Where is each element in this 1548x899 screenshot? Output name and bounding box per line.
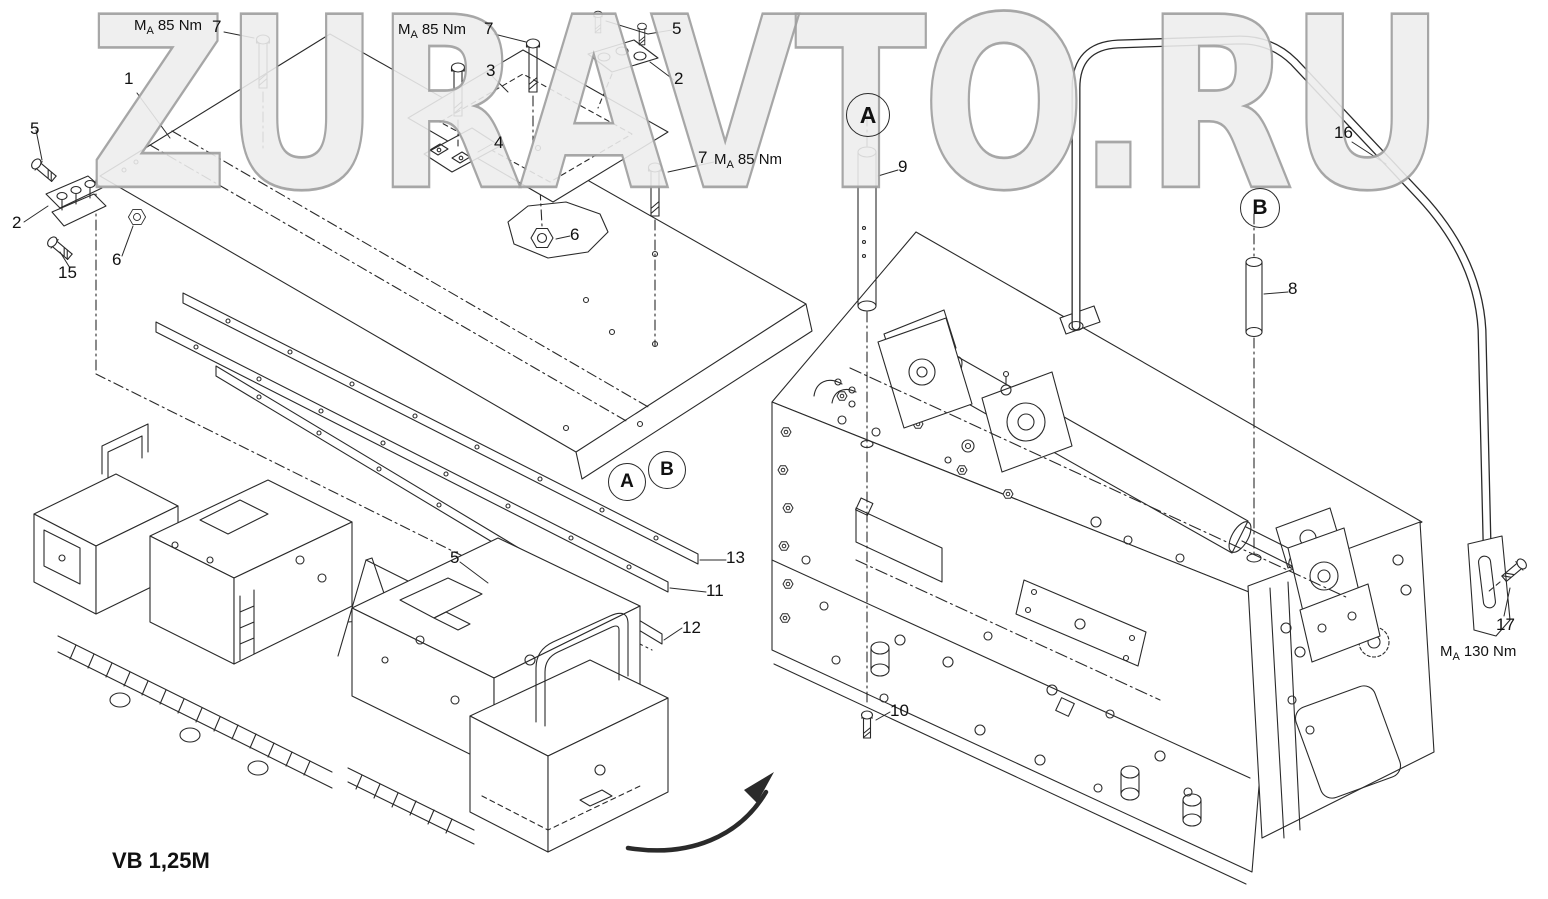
callout-part-6a: 6 <box>112 250 122 269</box>
torque-main: M <box>134 17 147 34</box>
callout-part-8: 8 <box>1288 279 1298 298</box>
screw-15 <box>45 234 75 262</box>
machine-body <box>33 423 669 853</box>
callout-part-7b: 7 <box>484 19 494 38</box>
callout-part-5c: 5 <box>450 548 460 567</box>
torque-main: M <box>398 21 411 38</box>
clevis-hook-end <box>1467 535 1511 637</box>
torque-value: 85 Nm <box>157 17 203 34</box>
screw-10 <box>860 710 874 739</box>
support-tube-16 <box>1059 35 1492 547</box>
hinge-bracket-2-left <box>45 175 107 227</box>
callout-part-11: 11 <box>706 581 724 600</box>
screw-5-left <box>29 156 59 184</box>
callout-part-13: 13 <box>726 548 745 567</box>
hex-nut-6-left <box>127 209 147 225</box>
callout-part-1: 1 <box>124 69 134 88</box>
torque-main: M <box>714 151 727 168</box>
hinge-bracket-2-top <box>587 39 659 109</box>
callout-part-3: 3 <box>486 61 496 80</box>
construction-lines <box>95 179 653 651</box>
leader-lines-right <box>875 141 1511 721</box>
model-label: VB 1,25M <box>112 848 210 873</box>
screw-7d <box>647 162 663 217</box>
callout-part-5b: 5 <box>672 19 682 38</box>
callout-part-12: 12 <box>682 618 701 637</box>
section-marker-b-left: B <box>648 451 686 489</box>
callout-part-7a: 7 <box>212 17 222 36</box>
lock-nut-6 <box>507 149 609 259</box>
hydraulic-cylinder <box>813 309 1381 701</box>
torque-value: 85 Nm <box>421 21 467 38</box>
guide-pin-8 <box>1245 213 1263 555</box>
callout-part-2a: 2 <box>12 213 22 232</box>
bracket-4 <box>423 127 501 173</box>
direction-arrow <box>625 772 774 853</box>
torque-value: 85 Nm <box>737 151 783 168</box>
screws-7 <box>262 91 659 348</box>
hinge-screw-5a <box>593 10 603 34</box>
cover-plate-1 <box>99 33 813 480</box>
hex-nut-6 <box>530 227 554 249</box>
torque-value: 130 Nm <box>1463 643 1517 660</box>
callout-part-5a: 5 <box>30 119 40 138</box>
torque-sub: A <box>410 29 418 41</box>
torque-sub: A <box>146 25 154 37</box>
callout-part-15: 15 <box>58 263 77 282</box>
torque-main: M <box>1440 643 1453 660</box>
access-plate-3 <box>407 49 669 203</box>
callout-part-7c: 7 <box>698 148 708 167</box>
hinge-screw-5b <box>637 22 647 46</box>
guide-pin-9 <box>857 115 877 707</box>
callout-part-17: 17 <box>1496 615 1515 634</box>
section-marker-a-left: A <box>608 463 646 501</box>
torque-sub: A <box>726 159 734 171</box>
section-marker-a-right: A <box>846 93 890 137</box>
torque-sub: A <box>1452 651 1460 663</box>
callout-part-9: 9 <box>898 157 908 176</box>
leader-lines-left <box>23 20 727 641</box>
section-marker-b-right: B <box>1240 188 1280 228</box>
callout-part-16: 16 <box>1334 123 1353 142</box>
callout-part-6b: 6 <box>570 225 580 244</box>
callout-part-4: 4 <box>494 133 504 152</box>
callout-part-2b: 2 <box>674 69 684 88</box>
callout-part-10: 10 <box>890 701 909 720</box>
